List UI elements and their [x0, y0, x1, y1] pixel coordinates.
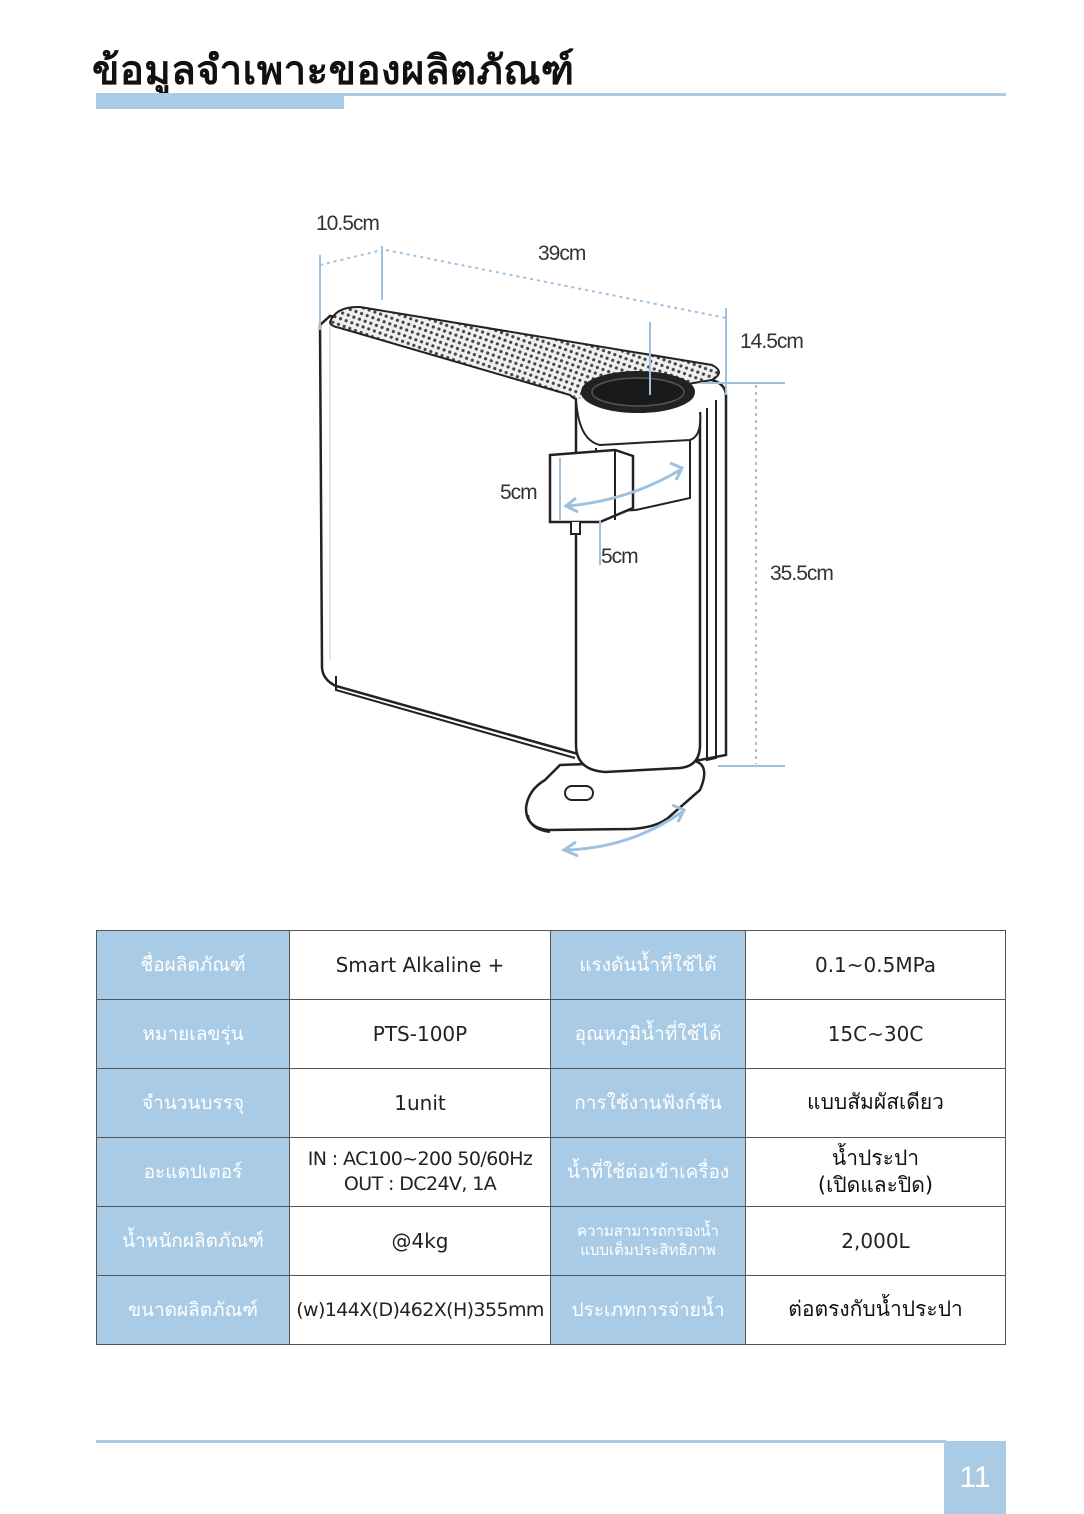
dim-height-label: 35.5cm: [770, 562, 833, 585]
page-title: ข้อมูลจำเพาะของผลิตภัณฑ์: [92, 48, 575, 94]
spec-value-line: OUT : DC24V, 1A: [343, 1173, 497, 1195]
dim-spout-horizontal-label: 5cm: [500, 481, 537, 504]
spec-value: @4kg: [289, 1206, 551, 1276]
table-row: ขนาดผลิตภัณฑ์ (w)144X(D)462X(H)355mm ประ…: [96, 1275, 1006, 1345]
spec-label: อุณหภูมิน้ำที่ใช้ได้: [550, 999, 746, 1069]
table-row: อะแดปเตอร์ IN : AC100~200 50/60Hz OUT : …: [96, 1137, 1006, 1207]
spec-label: ขนาดผลิตภัณฑ์: [96, 1275, 290, 1345]
spec-value: 0.1~0.5MPa: [745, 930, 1006, 1000]
spec-label: น้ำหนักผลิตภัณฑ์: [96, 1206, 290, 1276]
spec-value: IN : AC100~200 50/60Hz OUT : DC24V, 1A: [289, 1137, 551, 1207]
spec-value: (w)144X(D)462X(H)355mm: [289, 1275, 551, 1345]
table-row: หมายเลขรุ่น PTS-100P อุณหภูมิน้ำที่ใช้ได…: [96, 999, 1006, 1069]
dim-width-label: 39cm: [538, 242, 586, 265]
spec-label-line: แบบเต็มประสิทธิภาพ: [580, 1241, 716, 1259]
title-underline-accent: [96, 95, 344, 109]
spec-value: Smart Alkaline +: [289, 930, 551, 1000]
base-plate: [524, 758, 706, 833]
table-row: น้ำหนักผลิตภัณฑ์ @4kg ความสามารถกรองน้ำ …: [96, 1206, 1006, 1276]
dim-spout-vertical-label: 5cm: [601, 545, 638, 568]
dim-nozzle-depth-label: 14.5cm: [740, 330, 803, 353]
spec-label-line: ความสามารถกรองน้ำ: [577, 1221, 719, 1240]
spec-value: PTS-100P: [289, 999, 551, 1069]
spec-value-line: (เปิดและปิด): [817, 1173, 934, 1197]
product-dimension-diagram: 10.5cm 39cm 14.5cm 5cm 5cm 35.5cm: [316, 212, 834, 858]
spec-label: หมายเลขรุ่น: [96, 999, 290, 1069]
spec-label: น้ำที่ใช้ต่อเข้าเครื่อง: [550, 1137, 746, 1207]
spec-label: ความสามารถกรองน้ำ แบบเต็มประสิทธิภาพ: [550, 1206, 746, 1276]
spec-value: ต่อตรงกับน้ำประปา: [745, 1275, 1006, 1345]
spec-value-line: น้ำประปา: [831, 1145, 920, 1170]
spec-value: แบบสัมผัสเดียว: [745, 1068, 1006, 1138]
spec-label: ประเภทการจ่ายน้ำ: [550, 1275, 746, 1345]
title-underline: [96, 93, 1006, 96]
spec-table: ชื่อผลิตภัณฑ์ Smart Alkaline + แรงดันน้ำ…: [96, 930, 1006, 1345]
table-row: จำนวนบรรจุ 1unit การใช้งานฟังก์ชัน แบบสั…: [96, 1068, 1006, 1138]
spec-value: 2,000L: [745, 1206, 1006, 1276]
swivel-arrow-icon: [560, 461, 687, 858]
spec-value-line: IN : AC100~200 50/60Hz: [307, 1148, 533, 1171]
dimension-lines: [319, 246, 785, 767]
page-number: 11: [944, 1441, 1006, 1514]
spec-label: การใช้งานฟังก์ชัน: [550, 1068, 746, 1138]
spec-label: แรงดันน้ำที่ใช้ได้: [550, 930, 746, 1000]
spout-column: [574, 371, 702, 774]
footer-rule: [96, 1440, 946, 1443]
table-row: ชื่อผลิตภัณฑ์ Smart Alkaline + แรงดันน้ำ…: [96, 930, 1006, 1000]
spec-label: จำนวนบรรจุ: [96, 1068, 290, 1138]
dim-depth-label: 10.5cm: [316, 212, 379, 235]
spec-value: 1unit: [289, 1068, 551, 1138]
spec-value: 15C~30C: [745, 999, 1006, 1069]
spec-value: น้ำประปา (เปิดและปิด): [745, 1137, 1006, 1207]
spec-label: อะแดปเตอร์: [96, 1137, 290, 1207]
spec-label: ชื่อผลิตภัณฑ์: [96, 930, 290, 1000]
